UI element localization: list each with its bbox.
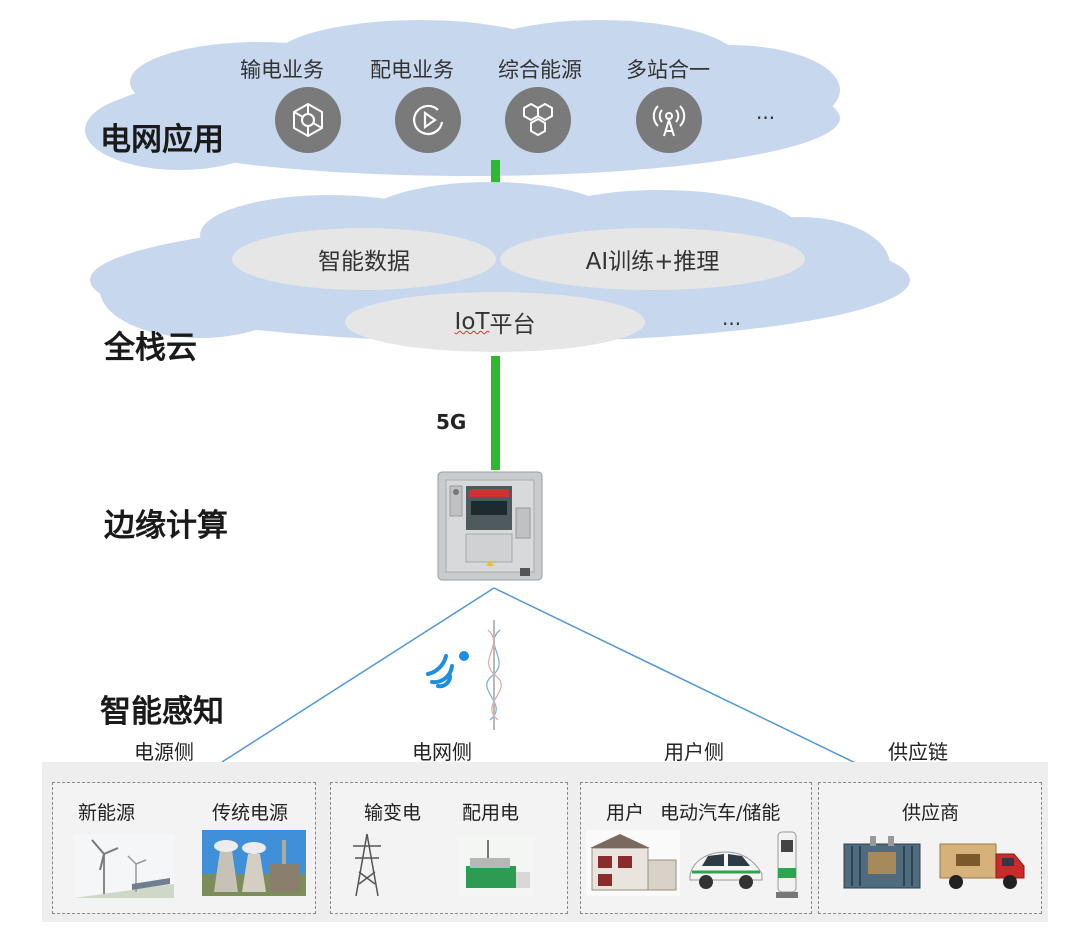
- link-apps-to-cloud: [491, 160, 500, 194]
- layer-title-grid-apps: 电网应用: [100, 122, 224, 158]
- wind-turbine-image: [74, 834, 174, 898]
- label-distribution-use: 配用电: [462, 802, 520, 824]
- layer-title-smart-sensing: 智能感知: [100, 694, 224, 730]
- iot-prefix: IoT: [454, 309, 490, 335]
- apps-more-ellipsis: ...: [756, 100, 776, 124]
- iot-suffix: 平台: [489, 312, 536, 338]
- play-cycle-icon: [395, 87, 461, 153]
- label-new-energy: 新能源: [78, 802, 136, 824]
- distribution-equipment-image: [458, 836, 534, 896]
- pill-smart-data: 智能数据: [232, 228, 496, 290]
- label-user: 用户: [606, 802, 645, 824]
- delivery-truck-image: [939, 843, 1025, 889]
- app-label-transmission: 输电业务: [240, 58, 324, 82]
- edge-terminal-device: [437, 471, 543, 581]
- app-label-multi-station: 多站合一: [626, 58, 710, 82]
- network-icon: [275, 87, 341, 153]
- hexagon-cluster-icon: [505, 87, 571, 153]
- layer-title-full-stack-cloud: 全栈云: [104, 330, 197, 366]
- charging-pile-image: [776, 831, 798, 898]
- side-label-power: 电源侧: [134, 740, 194, 764]
- link-5g-label: 5G: [436, 410, 467, 434]
- side-label-grid: 电网侧: [412, 740, 472, 764]
- link-5g: [491, 356, 500, 470]
- layer-title-edge-computing: 边缘计算: [104, 508, 228, 544]
- transmission-tower-image: [353, 833, 381, 897]
- signal-tower-icon: [636, 87, 702, 153]
- side-label-supply: 供应链: [888, 740, 948, 764]
- electric-car-image: [689, 851, 763, 889]
- label-traditional-power: 传统电源: [212, 802, 289, 824]
- power-plant-image: [202, 830, 306, 896]
- app-label-distribution: 配电业务: [370, 58, 454, 82]
- label-ev-storage: 电动汽车/储能: [660, 802, 781, 824]
- sensing-lines: [221, 587, 871, 771]
- house-image: [586, 830, 680, 896]
- label-supplier: 供应商: [902, 802, 960, 824]
- pill-ai-training: AI训练+推理: [500, 228, 805, 290]
- side-label-user: 用户侧: [664, 740, 724, 764]
- app-label-integrated-energy: 综合能源: [498, 58, 582, 82]
- transformer-image: [843, 836, 921, 889]
- wifi-signal-icon: [426, 651, 469, 689]
- label-transmission-transform: 输变电: [364, 802, 422, 824]
- cloud-more-ellipsis: ...: [722, 306, 742, 330]
